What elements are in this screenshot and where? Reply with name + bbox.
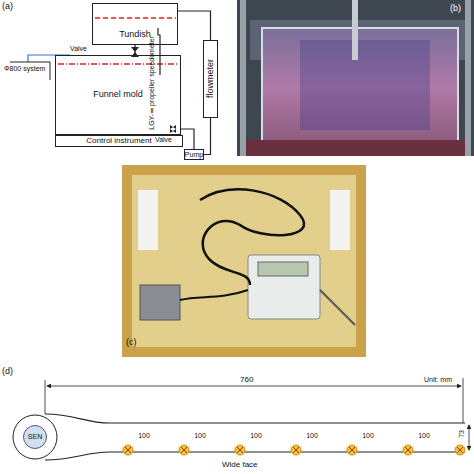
system-label: Φ800 system bbox=[4, 65, 45, 73]
pump-box: Pump bbox=[184, 149, 204, 160]
extension-line bbox=[463, 378, 464, 423]
foam-strip bbox=[330, 190, 350, 250]
node-text: SEN bbox=[28, 433, 42, 441]
cable bbox=[180, 290, 248, 300]
tank-base bbox=[240, 140, 470, 156]
sen-outer bbox=[13, 415, 57, 459]
panel-letter: (a) bbox=[2, 2, 13, 12]
spacing-text: 100 bbox=[418, 432, 430, 440]
dimension-line bbox=[469, 425, 470, 450]
speedometer-unit bbox=[248, 255, 320, 319]
node-text: Pump bbox=[185, 151, 203, 159]
pipe-connector bbox=[134, 45, 135, 55]
probe-wire bbox=[28, 55, 70, 62]
valve-label: Valve bbox=[155, 136, 172, 144]
cable bbox=[200, 189, 304, 285]
tundish-box: Tundish bbox=[92, 3, 178, 45]
probe-rod bbox=[320, 290, 355, 325]
panel-letter: (c) bbox=[126, 338, 137, 348]
pipe-connector bbox=[178, 11, 211, 40]
measure-points bbox=[123, 445, 465, 455]
spacing-text: 100 bbox=[362, 432, 374, 440]
sen-circle: SEN bbox=[23, 425, 47, 449]
panel-letter: (b) bbox=[450, 4, 461, 14]
probe-rod bbox=[158, 28, 160, 75]
node-text: Funnel mold bbox=[93, 90, 143, 100]
instrument-label: LGY-Ⅱpropeller speedometer bbox=[148, 36, 156, 130]
node-text: Tundish bbox=[119, 30, 151, 40]
node-text: flowmeter bbox=[206, 59, 216, 98]
spacing-text: 100 bbox=[306, 432, 318, 440]
display bbox=[258, 262, 308, 276]
nozzle bbox=[352, 0, 358, 60]
node-text: Control instrument bbox=[86, 137, 151, 146]
spacing-text: 100 bbox=[194, 432, 206, 440]
valve-symbol bbox=[170, 125, 176, 133]
valve-label: Valve bbox=[70, 45, 87, 53]
dimension-text: 73 bbox=[458, 430, 466, 438]
extension-line bbox=[45, 380, 46, 414]
foam-strip bbox=[138, 190, 158, 250]
frame-post bbox=[240, 0, 246, 156]
water-level bbox=[95, 17, 176, 19]
flowmeter-box: flowmeter bbox=[203, 40, 218, 118]
case-interior bbox=[132, 175, 356, 347]
dimension-text: 760 bbox=[240, 376, 253, 385]
panel-letter: (d) bbox=[2, 367, 13, 377]
face-label: Wide face bbox=[222, 461, 258, 470]
pipe-connector bbox=[204, 118, 211, 155]
wide-face-outline bbox=[45, 414, 465, 423]
battery-box bbox=[140, 285, 180, 320]
spacing-text: 100 bbox=[138, 432, 150, 440]
spacing-text: 100 bbox=[250, 432, 262, 440]
mold-tank bbox=[262, 28, 458, 146]
curtain bbox=[300, 40, 430, 130]
dimension-line bbox=[47, 386, 461, 387]
frame-post bbox=[465, 0, 471, 156]
photo-background bbox=[237, 0, 474, 156]
wide-face-outline bbox=[45, 452, 465, 460]
wooden-case bbox=[122, 165, 366, 357]
unit-note: Unit: mm bbox=[424, 376, 452, 384]
mold-box: Funnel mold bbox=[55, 55, 181, 135]
